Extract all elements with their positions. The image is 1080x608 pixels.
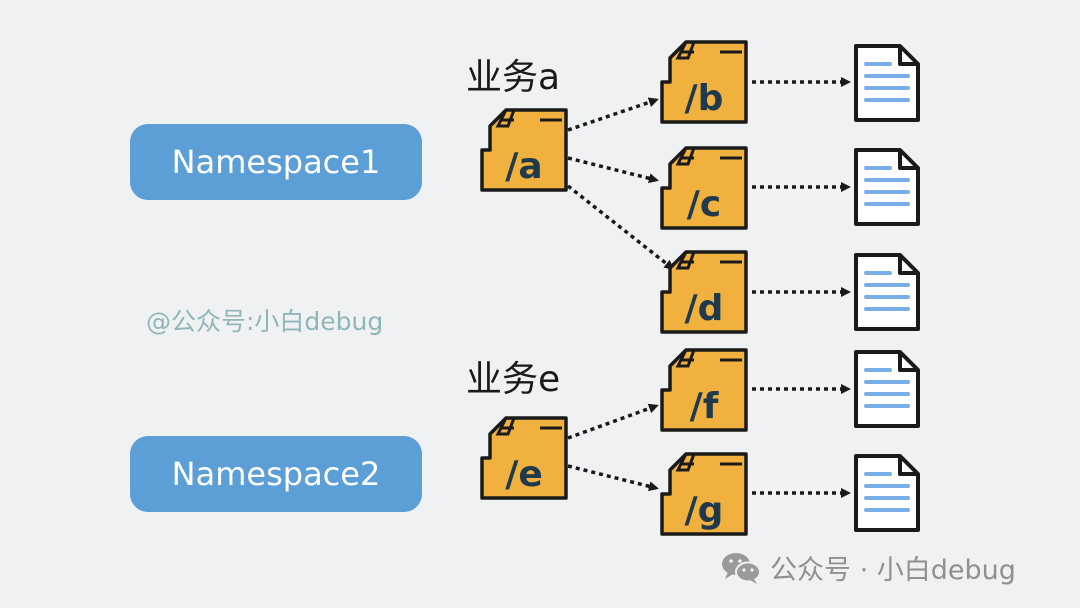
folder-icon: /b: [660, 40, 748, 124]
document-icon: [854, 350, 920, 428]
folder-g: /g: [658, 450, 750, 542]
folder-a-label: /a: [505, 146, 542, 187]
document-c: [852, 146, 922, 232]
watermark-bottom: 公众号 · 小白debug: [720, 548, 1016, 587]
arrow-a-to-c: [567, 156, 659, 184]
document-d: [852, 251, 922, 337]
folder-icon: /g: [660, 452, 748, 536]
document-g: [852, 452, 922, 538]
folder-g-label: /g: [685, 490, 724, 531]
document-f: [852, 348, 922, 434]
folder-d-label: /d: [685, 288, 724, 329]
folder-icon: /a: [480, 108, 568, 192]
folder-icon: /d: [660, 250, 748, 334]
folder-f: /f: [658, 346, 750, 438]
watermark-middle: @公众号:小白debug: [146, 307, 384, 336]
document-icon: [854, 253, 920, 331]
folder-f-label: /f: [690, 386, 719, 427]
folder-e: /e: [478, 414, 570, 506]
document-icon: [854, 454, 920, 532]
arrow-e-to-g: [567, 464, 659, 492]
document-icon: [854, 44, 920, 122]
group-e-label: 业务e: [466, 359, 561, 400]
folder-c: /c: [658, 144, 750, 236]
arrow-e-to-f: [567, 403, 659, 440]
folder-icon: /e: [480, 416, 568, 500]
folder-b-label: /b: [685, 78, 724, 119]
folder-a: /a: [478, 106, 570, 198]
folder-c-label: /c: [687, 184, 722, 225]
folder-e-label: /e: [505, 454, 543, 495]
folder-icon: /f: [660, 348, 748, 432]
folder-icon: /c: [660, 146, 748, 230]
document-icon: [854, 148, 920, 226]
folder-d: /d: [658, 248, 750, 340]
arrow-a-to-d: [566, 184, 675, 270]
namespace2-pill: Namespace2: [130, 436, 422, 512]
watermark-bottom-text: 公众号 · 小白debug: [770, 555, 1016, 586]
namespace2-label: Namespace2: [171, 455, 381, 493]
document-b: [852, 42, 922, 128]
group-a-label: 业务a: [466, 57, 561, 98]
wechat-icon: [722, 552, 761, 584]
namespace1-label: Namespace1: [171, 143, 381, 181]
arrow-a-to-b: [567, 97, 659, 132]
folder-b: /b: [658, 38, 750, 130]
namespace1-pill: Namespace1: [130, 124, 422, 200]
